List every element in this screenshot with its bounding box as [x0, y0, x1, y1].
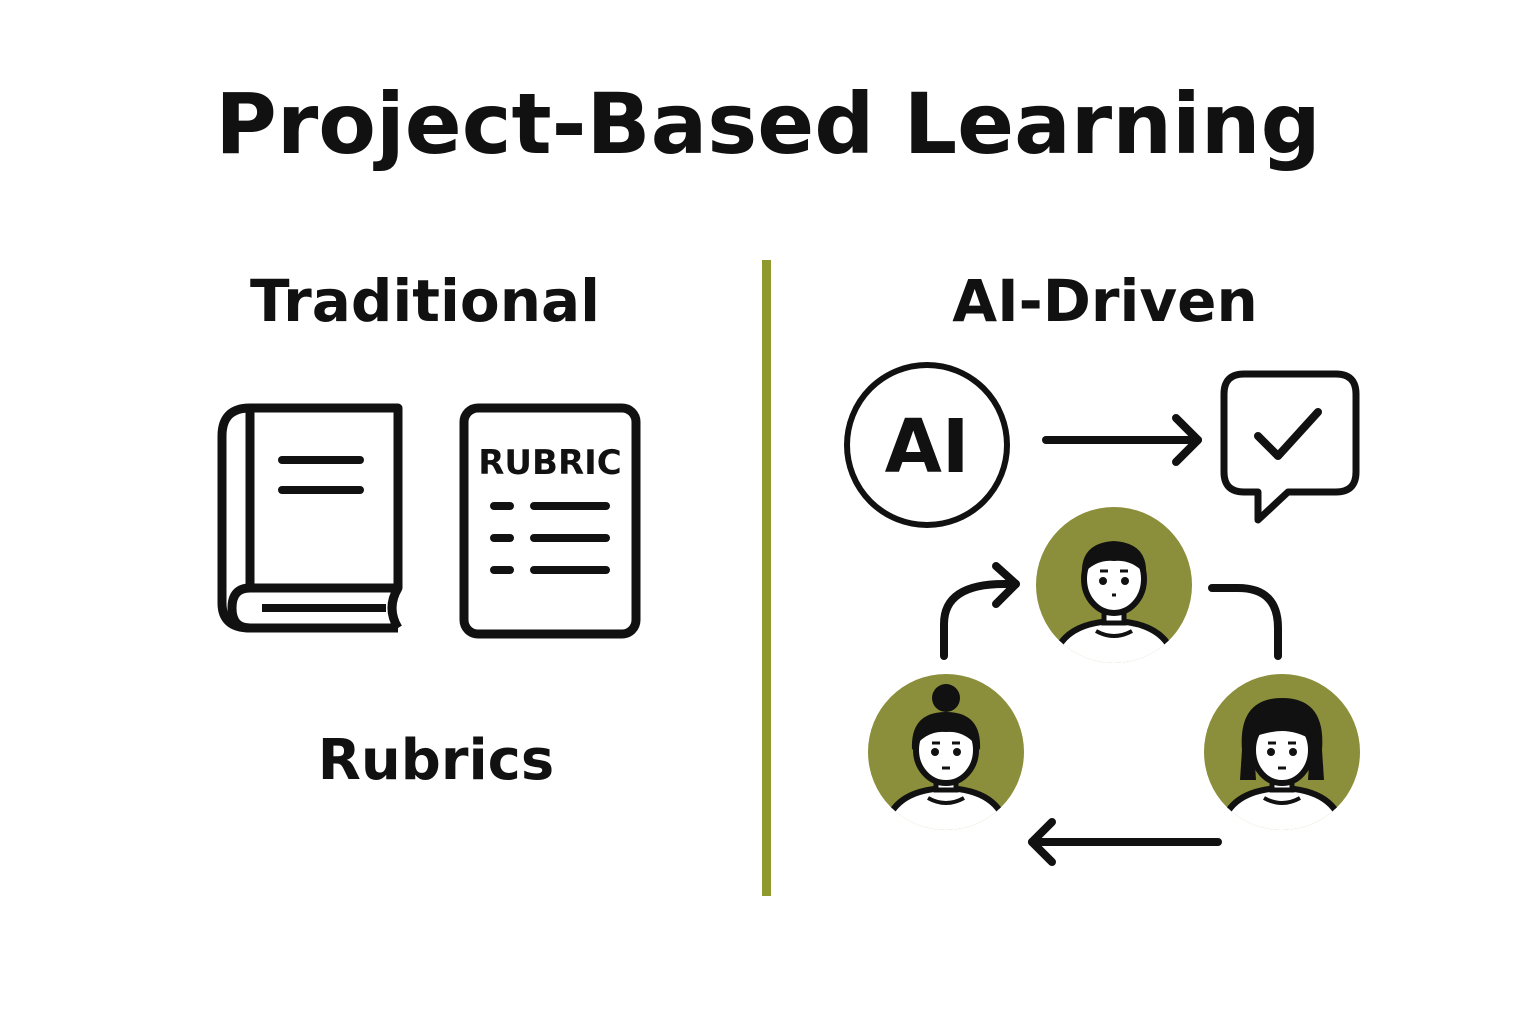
rubric-document-icon: RUBRIC — [459, 403, 641, 639]
ai-driven-heading: AI-Driven — [952, 267, 1258, 335]
arrow-right-icon — [1042, 414, 1202, 466]
column-divider — [762, 260, 771, 896]
arrow-curve-right-down — [1208, 584, 1282, 660]
traditional-heading: Traditional — [249, 267, 601, 335]
ai-circle-icon: AI — [844, 362, 1010, 528]
rubric-card-label: RUBRIC — [478, 443, 622, 483]
student-top-icon — [1036, 507, 1192, 663]
arrow-curve-up-right — [940, 580, 1020, 660]
student-left-icon — [868, 674, 1024, 830]
rubrics-caption: Rubrics — [317, 728, 555, 793]
cycle-arrows — [940, 562, 1282, 866]
ai-badge-label: AI — [885, 404, 970, 490]
arrowhead-up-right — [992, 562, 1020, 608]
book-icon — [217, 403, 403, 633]
student-right-icon — [1204, 674, 1360, 830]
page-title: Project-Based Learning — [215, 75, 1321, 173]
chat-check-icon — [1220, 370, 1360, 524]
arrowhead-left — [1028, 818, 1056, 866]
